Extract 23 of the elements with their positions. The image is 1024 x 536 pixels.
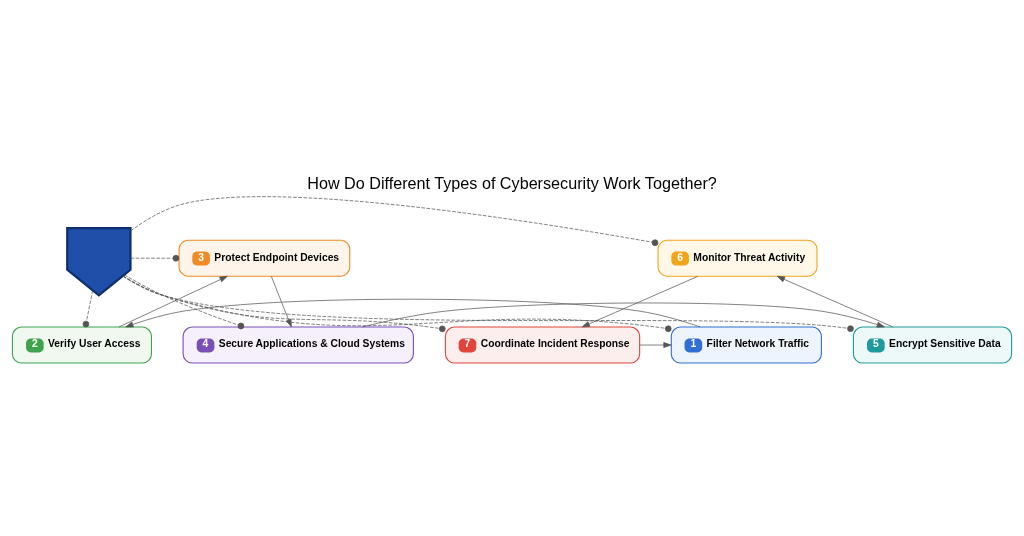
node-box: 4 Secure Applications & Cloud Systems <box>182 326 414 364</box>
connector <box>122 275 672 333</box>
connector <box>122 275 446 333</box>
node-box: 5 Encrypt Sensitive Data <box>852 326 1013 364</box>
arrow <box>362 302 885 328</box>
arrow <box>776 275 894 328</box>
node-box: 7 Coordinate Incident Response <box>444 326 641 364</box>
arrow <box>581 275 699 328</box>
connector <box>124 274 245 330</box>
node-box: 1 Filter Network Traffic <box>670 326 822 364</box>
node-shield <box>66 227 132 297</box>
arrow <box>639 342 672 348</box>
arrow <box>270 276 292 328</box>
node-box: 6 Monitor Threat Activity <box>657 239 818 277</box>
node-box: 2 Verify User Access <box>11 326 152 364</box>
arrow <box>118 275 228 328</box>
diagram-title: How Do Different Types of Cybersecurity Work Together? <box>307 173 717 192</box>
arrow <box>125 298 701 328</box>
connector <box>130 254 180 262</box>
connector <box>130 196 659 247</box>
connector <box>82 290 93 328</box>
connector <box>122 275 854 332</box>
node-box: 3 Protect Endpoint Devices <box>178 239 351 277</box>
